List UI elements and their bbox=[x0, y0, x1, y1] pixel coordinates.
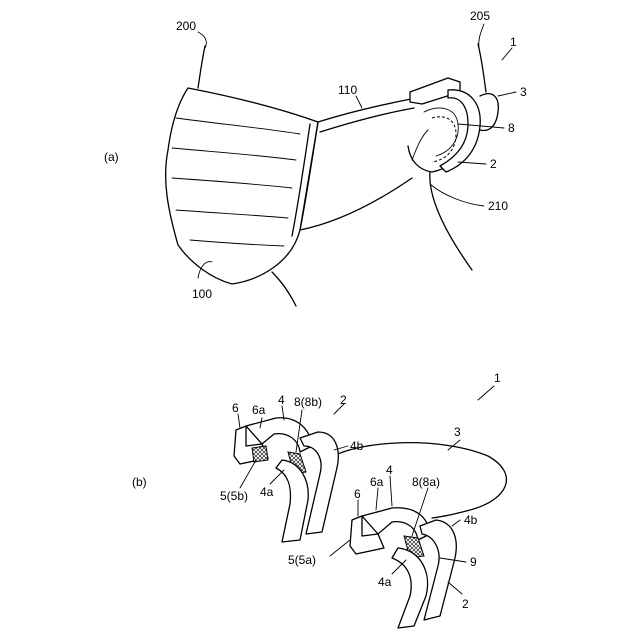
leader-8 bbox=[458, 124, 504, 128]
figure-a: (a) bbox=[104, 9, 527, 306]
right-ref-2: 2 bbox=[462, 597, 469, 611]
leader-right-5 bbox=[330, 540, 350, 556]
leader-left-4a bbox=[270, 470, 284, 484]
leader-left-6 bbox=[238, 414, 240, 428]
left-aid-hatch-5 bbox=[252, 446, 268, 462]
leader-right-4 bbox=[390, 476, 392, 506]
left-wearing-aid bbox=[234, 418, 338, 542]
leader-right-6a bbox=[376, 488, 378, 510]
left-ref-4a: 4a bbox=[260, 485, 274, 499]
ref-110: 110 bbox=[338, 83, 357, 97]
ref-8: 8 bbox=[508, 121, 515, 135]
aid-band bbox=[480, 94, 498, 131]
ear-dashed-insert bbox=[432, 117, 456, 162]
panel-label-a: (a) bbox=[104, 150, 119, 164]
ear-inner bbox=[424, 108, 458, 156]
right-aid-body bbox=[392, 548, 428, 628]
jaw-line bbox=[430, 172, 472, 270]
leader-right-2 bbox=[448, 582, 462, 594]
ref-205: 205 bbox=[470, 9, 490, 23]
leader-left-5 bbox=[240, 460, 256, 488]
right-ref-6a: 6a bbox=[370, 475, 384, 489]
ref-100: 100 bbox=[192, 287, 212, 301]
ear-concha bbox=[412, 130, 428, 160]
ref-1: 1 bbox=[510, 35, 517, 49]
ref-2: 2 bbox=[490, 157, 497, 171]
left-ref-6: 6 bbox=[232, 401, 239, 415]
mask-body bbox=[166, 88, 318, 284]
ref-210: 210 bbox=[488, 199, 508, 213]
ear-strap-upper-inner bbox=[320, 108, 414, 132]
right-wearing-aid bbox=[350, 508, 456, 628]
leader-205 bbox=[479, 24, 484, 48]
right-ref-4: 4 bbox=[386, 463, 393, 477]
leader-210 bbox=[430, 184, 484, 206]
right-ref-4b: 4b bbox=[464, 513, 478, 527]
left-ref-4: 4 bbox=[278, 393, 285, 407]
left-ref-2: 2 bbox=[340, 393, 347, 407]
figure-b: (b) bbox=[132, 371, 506, 628]
right-ref-5: 5(5a) bbox=[288, 553, 316, 567]
right-ref-6: 6 bbox=[354, 487, 361, 501]
back-head-line bbox=[478, 44, 486, 92]
left-ref-4b: 4b bbox=[350, 439, 364, 453]
ref-b-3: 3 bbox=[454, 425, 461, 439]
left-ref-6a: 6a bbox=[252, 403, 266, 417]
head-outline bbox=[198, 46, 205, 88]
leader-3 bbox=[498, 92, 516, 96]
right-ref-9: 9 bbox=[470, 555, 477, 569]
leader-110 bbox=[356, 96, 362, 108]
left-ref-8: 8(8b) bbox=[294, 395, 322, 409]
neck-line bbox=[272, 272, 296, 306]
aid-body bbox=[440, 90, 480, 172]
ear-strap-lower bbox=[300, 178, 412, 230]
leader-1 bbox=[502, 48, 512, 60]
ref-b-1: 1 bbox=[494, 371, 501, 385]
ref-3: 3 bbox=[520, 85, 527, 99]
left-ref-5: 5(5b) bbox=[220, 489, 248, 503]
leader-right-4b bbox=[452, 520, 460, 526]
leader-b-1 bbox=[478, 386, 494, 400]
panel-label-b: (b) bbox=[132, 475, 147, 489]
right-ref-8: 8(8a) bbox=[412, 475, 440, 489]
ref-200: 200 bbox=[176, 19, 196, 33]
right-ref-4a: 4a bbox=[378, 575, 392, 589]
